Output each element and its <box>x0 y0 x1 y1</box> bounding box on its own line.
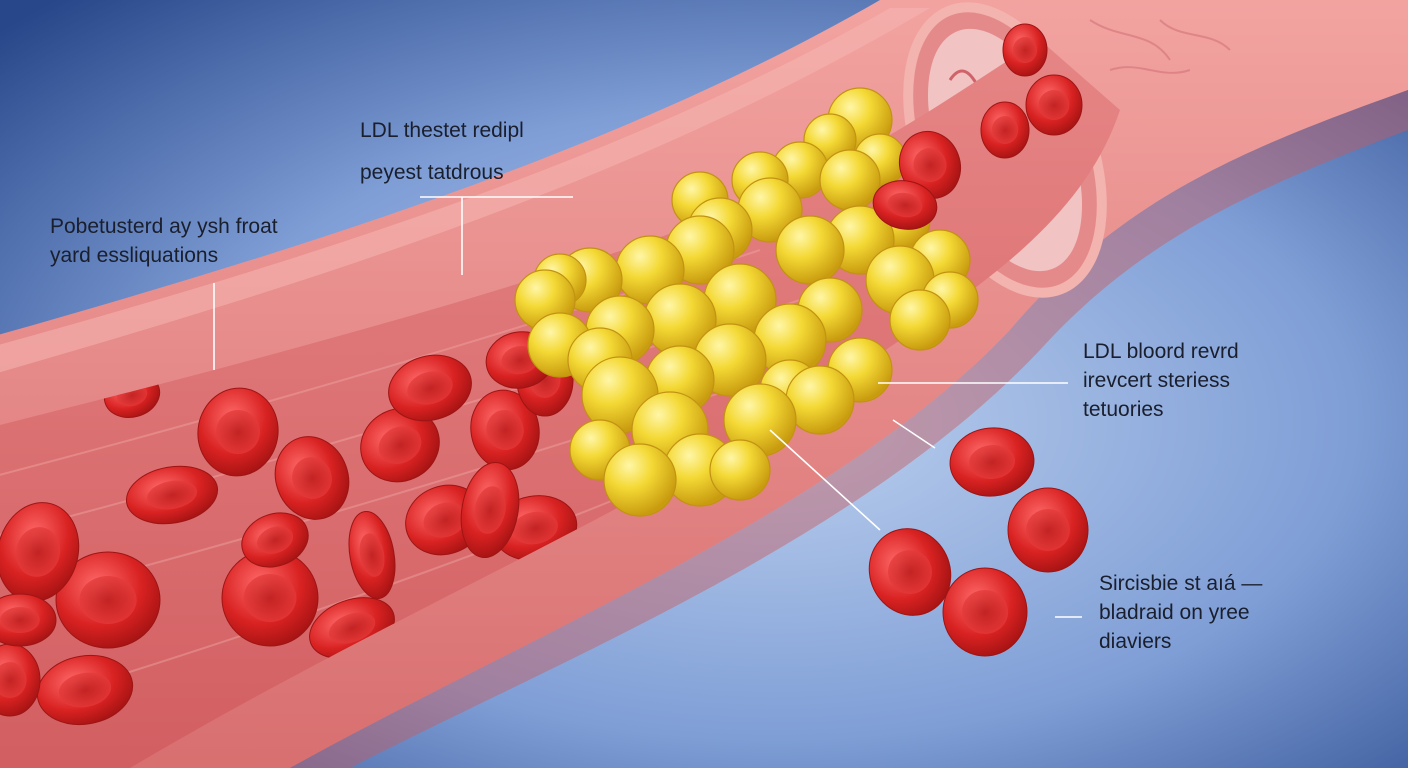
red-blood-cell <box>980 101 1030 159</box>
red-blood-cell <box>0 593 57 647</box>
ldl-particle <box>889 289 951 351</box>
red-blood-cell <box>899 130 961 200</box>
ldl-particle <box>819 149 881 211</box>
ldl-plaque-cluster <box>514 87 979 517</box>
callout-label-top: LDL thestet redipl peyest tatdrous <box>360 116 524 187</box>
red-blood-cell <box>942 567 1028 657</box>
red-blood-cell <box>872 180 938 230</box>
ldl-particle <box>603 443 677 517</box>
red-blood-cell <box>460 461 520 559</box>
callout-label-bottom-right: Sircisbie st aıá — bladraid on yree diav… <box>1099 569 1262 656</box>
callout-right-line-1: LDL bloord revrd <box>1083 340 1239 363</box>
red-blood-cell <box>949 427 1035 497</box>
red-blood-cell <box>868 528 952 616</box>
red-blood-cell <box>274 436 350 520</box>
callout-bottom-right-line-2: bladraid on yree <box>1099 601 1250 624</box>
callout-right-line-2: irevcert steriess <box>1083 369 1231 392</box>
callout-lines <box>213 196 1082 618</box>
ldl-particle <box>775 215 845 285</box>
callout-left-line-1: Pobetusterd ay ysh froat <box>50 215 278 238</box>
callout-left-line-2: yard essliquations <box>50 244 219 267</box>
red-blood-cell <box>221 549 319 647</box>
callout-label-left: Pobetusterd ay ysh froat yard essliquati… <box>50 212 278 270</box>
red-blood-cell <box>470 389 540 471</box>
red-blood-cell <box>241 512 309 568</box>
callout-right-line-3: tetuories <box>1083 398 1164 421</box>
red-blood-cell <box>197 387 279 477</box>
red-blood-cell <box>125 465 219 525</box>
red-blood-cell <box>360 407 440 483</box>
callout-bottom-right-line-1: Sircisbie st aıá — <box>1099 572 1263 595</box>
callout-bottom-right-line-3: diaviers <box>1099 630 1172 653</box>
ldl-particle <box>709 439 771 501</box>
red-blood-cell <box>55 551 161 649</box>
red-blood-cell <box>388 354 472 422</box>
red-blood-cell <box>1025 74 1083 136</box>
red-blood-cell <box>36 654 134 726</box>
callout-top-line-1: LDL thestet redipl <box>360 119 524 142</box>
red-blood-cell <box>1002 23 1048 77</box>
callout-top-line-2: peyest tatdrous <box>360 161 504 184</box>
red-blood-cell <box>0 502 80 602</box>
callout-label-right: LDL bloord revrd irevcert steriess tetuo… <box>1083 337 1239 424</box>
red-blood-cell <box>348 511 396 599</box>
free-red-blood-cells <box>868 23 1089 657</box>
red-blood-cell <box>1007 487 1089 573</box>
